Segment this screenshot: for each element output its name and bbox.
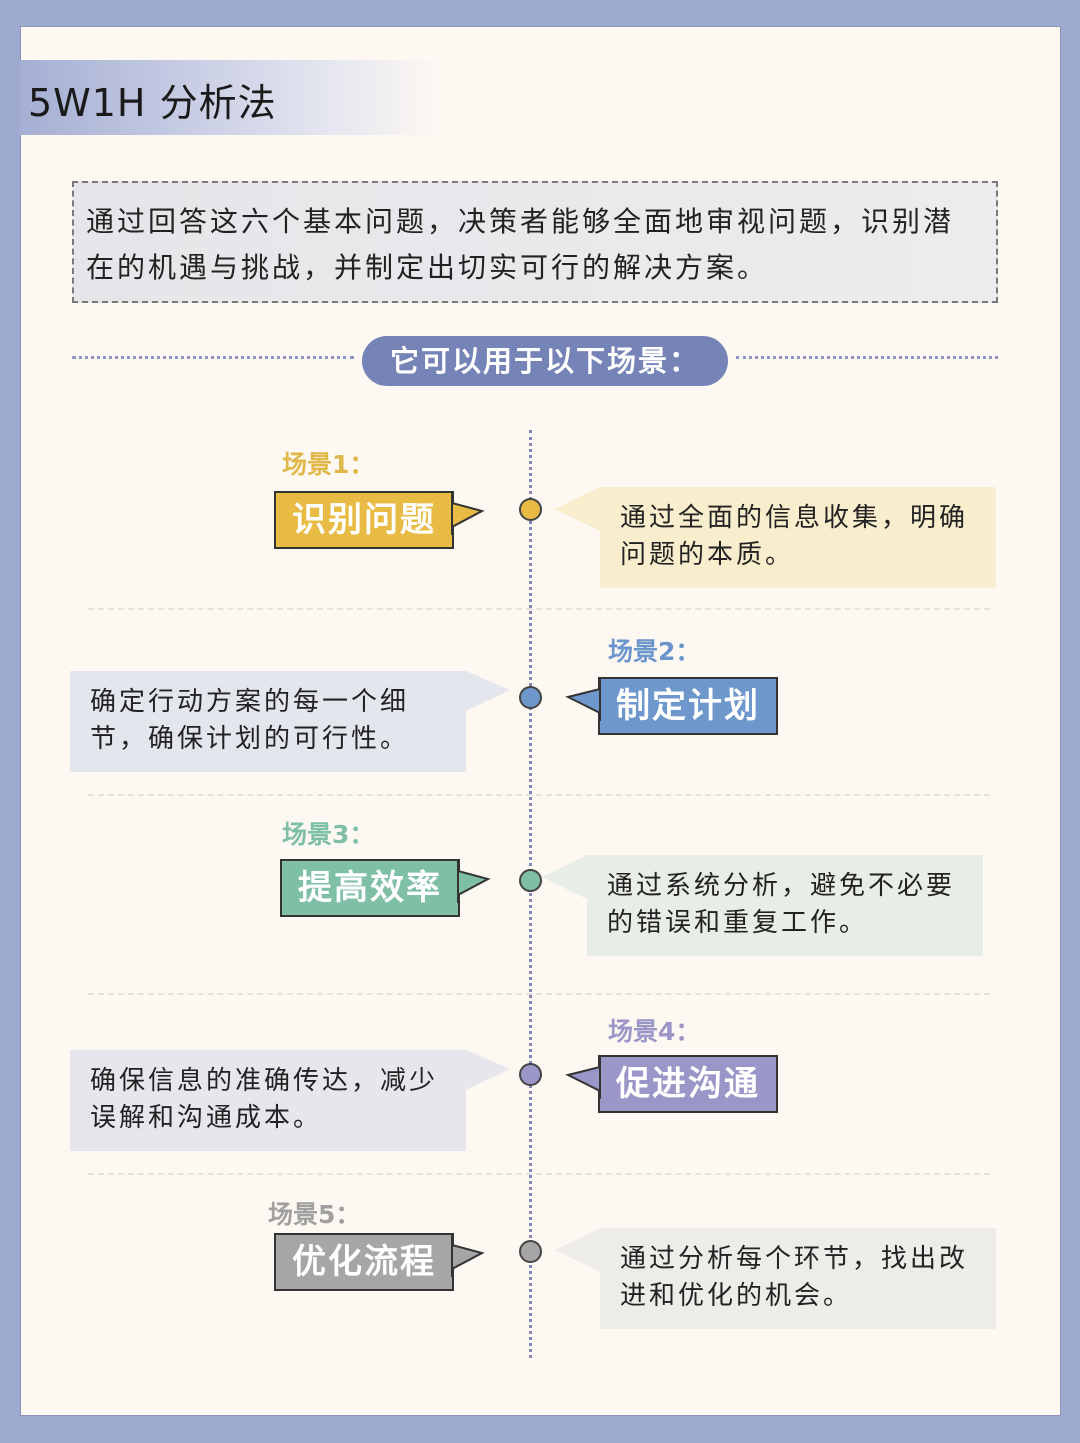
timeline-dot-1 — [519, 498, 542, 521]
timeline-dot-5 — [519, 1240, 542, 1263]
scene-divider — [88, 608, 990, 610]
scene-description-text: 确定行动方案的每一个细节，确保计划的可行性。 — [90, 687, 410, 754]
scene-description-text: 通过全面的信息收集，明确问题的本质。 — [620, 503, 969, 570]
section-heading: 它可以用于以下场景： — [362, 336, 728, 386]
heading-divider-left — [72, 356, 354, 359]
tag-pointer-icon — [565, 679, 601, 721]
scene-description-1: 通过全面的信息收集，明确问题的本质。 — [555, 487, 996, 588]
scene-label-5: 场景5： — [268, 1200, 361, 1229]
scene-tag-text: 促进沟通 — [616, 1064, 760, 1104]
scene-label-4: 场景4： — [608, 1017, 701, 1046]
scene-divider — [88, 794, 990, 796]
scene-description-text: 通过分析每个环节，找出改进和优化的机会。 — [620, 1244, 969, 1311]
tag-pointer-icon — [451, 493, 485, 535]
scene-description-3: 通过系统分析，避免不必要的错误和重复工作。 — [542, 855, 983, 956]
tag-pointer-icon — [565, 1057, 601, 1099]
timeline-dot-2 — [519, 686, 542, 709]
scene-tag-5: 优化流程 — [274, 1233, 485, 1291]
intro-box: 通过回答这六个基本问题，决策者能够全面地审视问题，识别潜在的机遇与挑战，并制定出… — [72, 181, 998, 303]
scene-description-text: 通过系统分析，避免不必要的错误和重复工作。 — [607, 871, 956, 938]
timeline-dot-4 — [519, 1063, 542, 1086]
callout-pointer-icon — [466, 671, 510, 711]
timeline-dot-3 — [519, 869, 542, 892]
scene-label-2: 场景2： — [608, 637, 701, 666]
scene-description-text: 确保信息的准确传达，减少误解和沟通成本。 — [90, 1066, 439, 1133]
scene-tag-text: 识别问题 — [292, 500, 436, 540]
heading-divider-right — [736, 356, 998, 359]
page-title: 5W1H 分析法 — [28, 81, 277, 125]
callout-pointer-icon — [555, 487, 600, 531]
scene-divider — [88, 1173, 990, 1175]
scene-label-1: 场景1： — [282, 450, 375, 479]
scene-description-5: 通过分析每个环节，找出改进和优化的机会。 — [555, 1228, 996, 1329]
scene-tag-text: 提高效率 — [298, 868, 442, 908]
scene-tag-3: 提高效率 — [280, 859, 491, 917]
scene-tag-1: 识别问题 — [274, 491, 485, 549]
timeline-line — [529, 430, 532, 1358]
scene-description-4: 确保信息的准确传达，减少误解和沟通成本。 — [70, 1050, 510, 1151]
scene-tag-2: 制定计划 — [565, 677, 778, 735]
tag-pointer-icon — [457, 861, 491, 903]
scene-tag-4: 促进沟通 — [565, 1055, 778, 1113]
scene-tag-text: 优化流程 — [292, 1242, 436, 1282]
callout-pointer-icon — [542, 855, 587, 899]
callout-pointer-icon — [466, 1050, 510, 1090]
scene-tag-text: 制定计划 — [616, 686, 760, 726]
title-bar: 5W1H 分析法 — [20, 60, 440, 135]
scene-description-2: 确定行动方案的每一个细节，确保计划的可行性。 — [70, 671, 510, 772]
tag-pointer-icon — [451, 1235, 485, 1277]
scene-label-3: 场景3： — [282, 820, 375, 849]
callout-pointer-icon — [555, 1228, 600, 1272]
scene-divider — [88, 993, 990, 995]
